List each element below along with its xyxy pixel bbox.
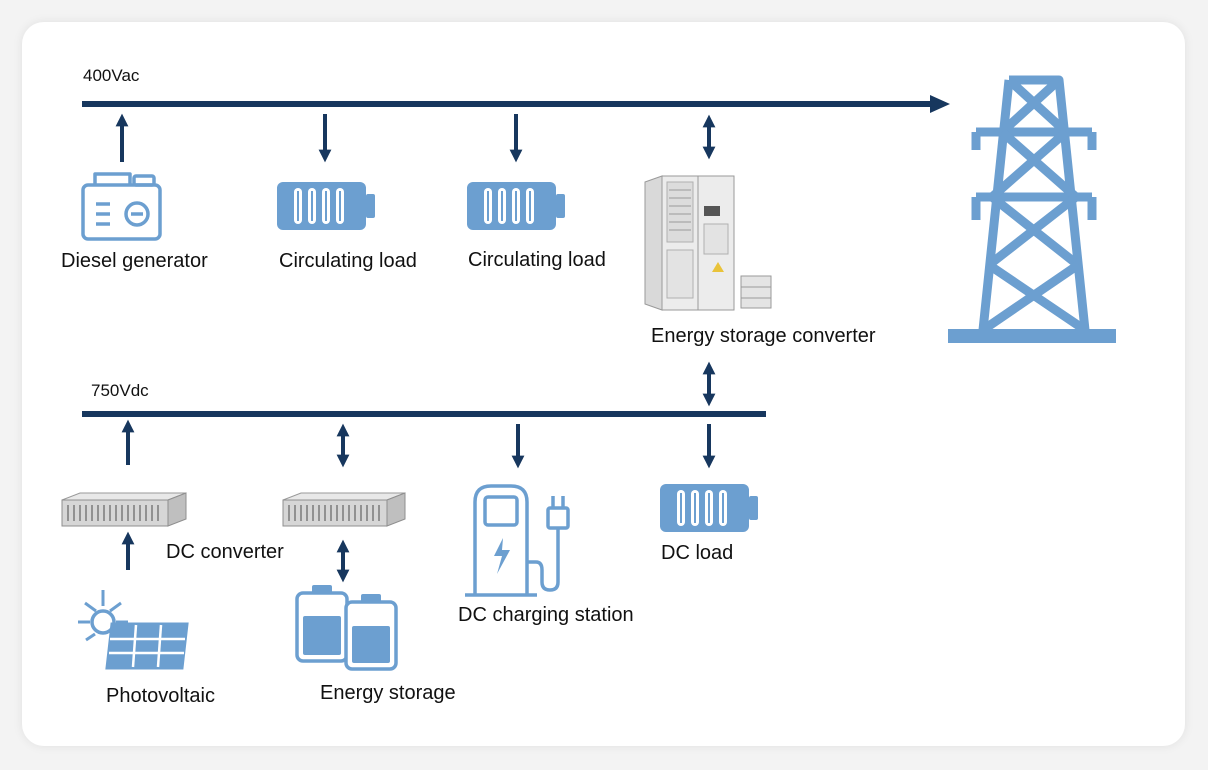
diesel-generator-label: Diesel generator <box>61 250 208 272</box>
converter-cabinet-icon <box>644 175 772 311</box>
load-icon <box>660 484 758 532</box>
charging-station-icon <box>465 484 570 597</box>
energy-storage-converter-label: Energy storage converter <box>651 325 876 347</box>
generator-icon <box>81 172 162 241</box>
dc-converter-icon <box>61 492 187 527</box>
diagram-card <box>22 22 1185 746</box>
solar-panel-icon <box>78 590 189 670</box>
circulating-load-label: Circulating load <box>468 249 606 271</box>
load-icon <box>277 182 375 230</box>
dc-converter-icon <box>282 492 406 527</box>
load-icon <box>467 182 565 230</box>
dc-bus-label: 750Vdc <box>91 381 149 400</box>
dc-load-label: DC load <box>661 542 734 564</box>
transmission-tower-icon <box>948 75 1116 343</box>
photovoltaic-label: Photovoltaic <box>106 685 215 707</box>
circulating-load-label: Circulating load <box>279 250 417 272</box>
energy-storage-label: Energy storage <box>320 682 456 704</box>
dc-charging-station-label: DC charging station <box>458 604 634 626</box>
ac-bus-label: 400Vac <box>83 66 140 85</box>
battery-icon <box>295 585 398 671</box>
dc-converter-label: DC converter <box>166 541 284 563</box>
ac-bus <box>82 95 950 113</box>
